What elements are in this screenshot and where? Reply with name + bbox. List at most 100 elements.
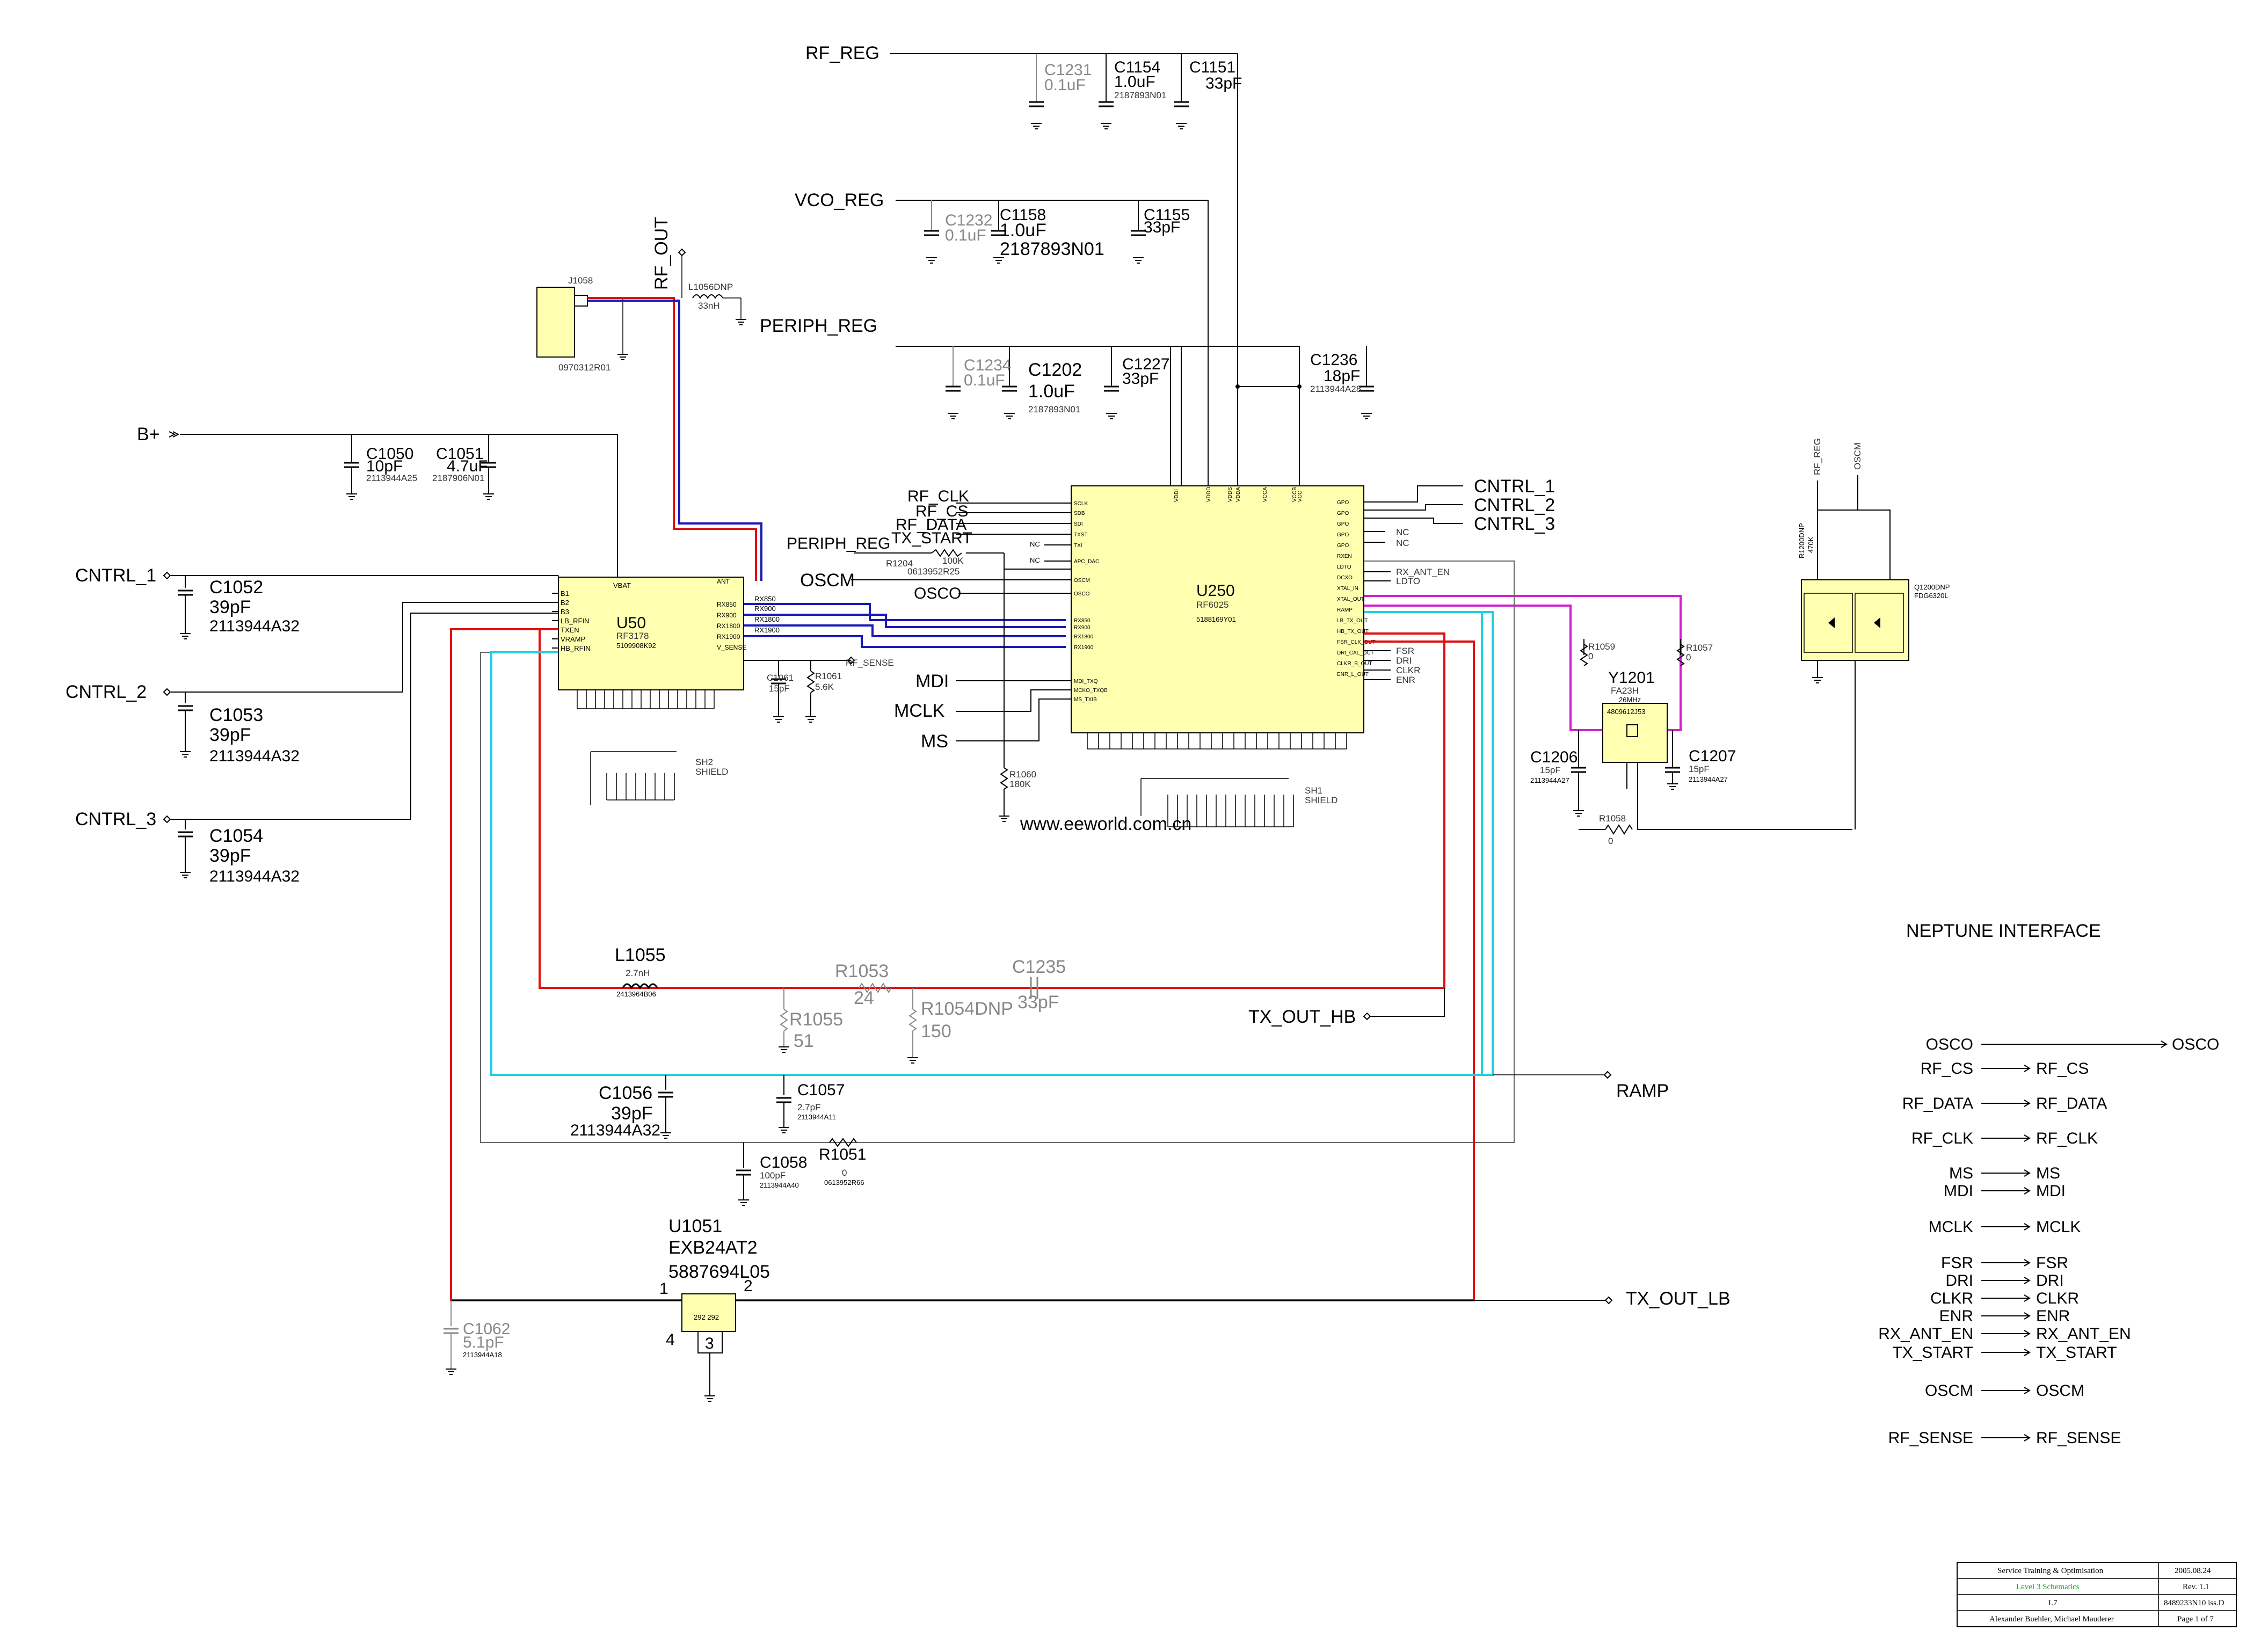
c1053-ref: C1053: [209, 705, 263, 725]
nc-1: NC: [1030, 540, 1040, 548]
u250-pin-label: DRI_CAL_OUT: [1337, 650, 1374, 656]
c1207-ref: C1207: [1689, 747, 1736, 765]
net-oscm-mid: OSCM: [800, 570, 855, 591]
neptune-left-label: DRI: [1945, 1272, 1973, 1290]
c1207-part: 2113944A27: [1689, 775, 1728, 783]
net-vco-reg: VCO_REG: [795, 190, 884, 210]
r1060-val: 180K: [1009, 779, 1031, 789]
r1057-ref: R1057: [1686, 643, 1713, 653]
neptune-right-label: RF_DATA: [2036, 1095, 2107, 1112]
u250-body: [1071, 485, 1364, 733]
c1206-part: 2113944A27: [1530, 776, 1569, 784]
c1155-ref: C1155: [1144, 206, 1190, 224]
c1235-val: 33pF: [1017, 992, 1059, 1013]
u1051-ref: U1051: [668, 1216, 722, 1236]
left-control-nets: CNTRL_1 C1052 39pF 2113944A32 CNTRL_2 C1…: [66, 565, 559, 885]
net-b-plus: B+: [137, 424, 160, 445]
net-rf-clk-in: RF_CLK: [907, 487, 969, 505]
u250-pin-label: SDB: [1074, 511, 1085, 516]
u250-pin-label: RX850: [1074, 618, 1091, 624]
u50-ref: U50: [616, 614, 646, 632]
neptune-title: NEPTUNE INTERFACE: [1906, 921, 2101, 941]
u50-pin-label: RX1800: [717, 622, 740, 630]
sh1-label: SHIELD: [1305, 795, 1337, 805]
neptune-right-label: FSR: [2036, 1254, 2068, 1272]
neptune-left-label: MS: [1949, 1164, 1973, 1182]
q1200-switch: RF_REG OSCM R1200DNP 470K Q1200DNP FDG63…: [1798, 438, 1950, 829]
net-cntrl-2: CNTRL_2: [66, 682, 147, 702]
nc-3: NC: [1396, 527, 1409, 537]
bottom-output-section: L1055 2.7nH 2413964B06 R1053 24 C1235 33…: [444, 611, 1731, 1402]
neptune-right-label: MDI: [2036, 1182, 2066, 1200]
u1051-pin1: 1: [659, 1280, 668, 1298]
c1206-ref: C1206: [1530, 748, 1578, 766]
rf-reg-rail: RF_REG C1231 0.1uF C1154 1.0uF 2187893N0…: [805, 43, 1242, 486]
neptune-left-label: OSCM: [1925, 1382, 1973, 1400]
net-periph-reg: PERIPH_REG: [760, 316, 877, 336]
net-ms-mid: MS: [921, 731, 948, 752]
r1055-ref: R1055: [789, 1009, 843, 1030]
net-tx-out-lb: TX_OUT_LB: [1626, 1289, 1731, 1309]
r1059-val: 0: [1588, 651, 1593, 661]
c1062-ref: C1062: [463, 1320, 510, 1338]
neptune-left-label: TX_START: [1892, 1344, 1973, 1362]
u250-pin-label: MS_TXIB: [1074, 697, 1097, 703]
u250-pin-label: RX1800: [1074, 634, 1094, 640]
r1058-ref: R1058: [1599, 813, 1626, 824]
c1154-val: 1.0uF: [1114, 73, 1155, 91]
u250-pin-label: VDDA: [1235, 487, 1241, 502]
u250-pin-label: SDI: [1074, 521, 1083, 527]
u250-pin-label: GPO: [1337, 511, 1349, 516]
u250-pin-label: APC_DAC: [1074, 559, 1099, 565]
r1051-part: 0613952R66: [824, 1178, 864, 1187]
u250-pin-label: GPO: [1337, 543, 1349, 549]
shield-sh1: SH1 SHIELD: [1140, 778, 1337, 827]
q1200-rf-reg: RF_REG: [1812, 438, 1822, 475]
neptune-right-label: MCLK: [2036, 1218, 2081, 1236]
r1060-ref: R1060: [1009, 769, 1036, 780]
c1234-val: 0.1uF: [964, 372, 1005, 389]
c1050-part: 2113944A25: [366, 473, 417, 483]
neptune-left-label: OSCO: [1926, 1036, 1973, 1053]
r1200-ref: R1200DNP: [1798, 523, 1806, 558]
u250-left-nets: RF_CLK RF_CS RF_DATA TX_START PERIPH_REG…: [787, 487, 1071, 822]
rf-out-connector: J1058 0970312R01 RF_OUT L1056DNP 33nH: [536, 217, 762, 581]
neptune-right-label: RX_ANT_EN: [2036, 1325, 2131, 1343]
u50-part: RF3178: [616, 631, 649, 641]
c1056-ref: C1056: [599, 1083, 652, 1103]
u250-pin-label: GPO: [1337, 500, 1349, 506]
net-tx-out-hb: TX_OUT_HB: [1248, 1007, 1356, 1027]
r1058-val: 0: [1608, 836, 1613, 846]
u50-body: [558, 577, 744, 690]
u50-pin-label: RX900: [717, 612, 737, 619]
neptune-right-label: RF_SENSE: [2036, 1429, 2121, 1447]
net-cntrl-3: CNTRL_3: [75, 809, 156, 829]
c1057-val: 2.7pF: [797, 1102, 820, 1112]
neptune-left-label: RF_SENSE: [1888, 1429, 1973, 1447]
u250-pin-label: MDI_TXQ: [1074, 679, 1098, 685]
neptune-right-label: CLKR: [2036, 1290, 2079, 1307]
u250-pin-label: ENR_L_OUT: [1337, 672, 1369, 678]
nc-2: NC: [1030, 556, 1040, 564]
b-plus-rail: B+ C1050 10pF 2113944A25 C1051 4.7uF 218…: [137, 424, 618, 577]
u250-pin-label: XTAL_IN: [1337, 586, 1358, 592]
c1058-val: 100pF: [760, 1170, 786, 1181]
u50-chip: VBAT U50 RF3178 5109908K92 B1B2B3LB_RFIN…: [552, 568, 746, 709]
r1204-ref: R1204: [886, 558, 913, 569]
u50-pin-label: B3: [561, 608, 569, 616]
crystal-circuit: R1059 0 R1057 0 Y1201 FA23H 26MHz 480961…: [1530, 639, 1852, 846]
r1054-ref: R1054DNP: [921, 999, 1013, 1019]
c1050-ref: C1050: [366, 445, 413, 463]
title-block: Service Training & Optimisation 2005.08.…: [1957, 1562, 2237, 1627]
c1050-val: 10pF: [366, 457, 403, 475]
rx1800-label: RX1800: [754, 615, 780, 623]
c1057-ref: C1057: [797, 1081, 845, 1099]
c1154-part: 2187893N01: [1114, 90, 1166, 100]
c1234-ref: C1234: [964, 356, 1011, 374]
u50-pin-label: B1: [561, 589, 569, 598]
u1051-pin3: 3: [705, 1335, 714, 1352]
u50-pin-label: ANT: [717, 578, 730, 585]
neptune-left-label: RF_CS: [1921, 1060, 1973, 1078]
